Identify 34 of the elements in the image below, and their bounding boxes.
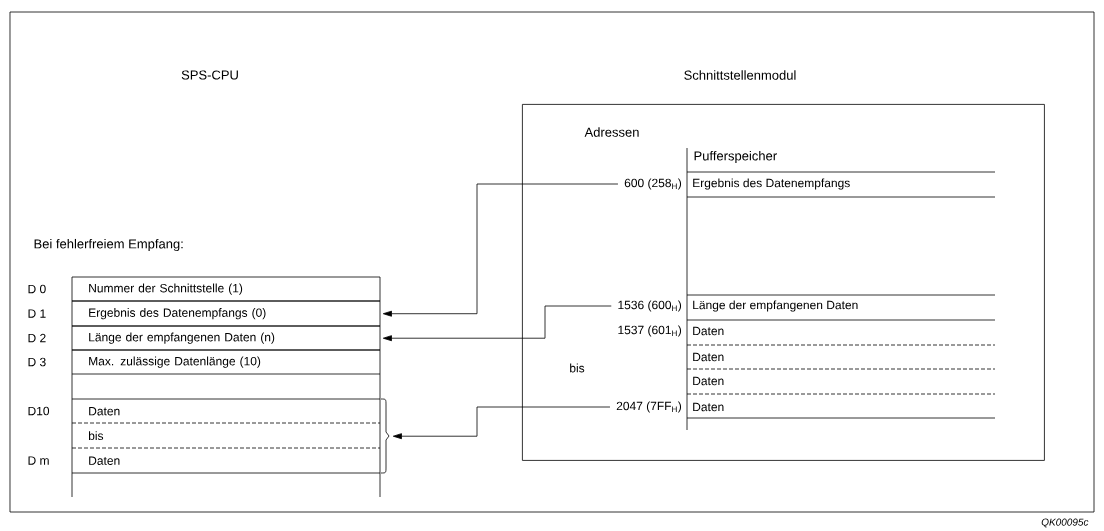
buffer-cell: Daten [693, 402, 724, 412]
address-label: 1537 (601$_{H}$) [618, 325, 682, 337]
arrow [382, 305, 612, 342]
register-cell: Ergebnis des Datenempfangs (0) [71, 300, 381, 327]
column-heading: SPS-CPU [181, 70, 238, 80]
address-label: 1536 (600$_{H}$) [618, 300, 682, 312]
range-label: bis [570, 363, 585, 373]
register-cell: Daten [71, 398, 381, 424]
buffer-cell: Länge der empfangenen Daten [693, 300, 858, 312]
register-cell: Nummer der Schnittstelle (1) [71, 276, 381, 302]
address-label: 600 (258$_{H}$) [624, 178, 682, 190]
register-label: D 3 [28, 357, 46, 367]
figure-code: QK00095c [1041, 518, 1089, 528]
register-cell: bis [71, 422, 381, 449]
address-label: 2047 (7FF$_{H}$) [616, 401, 682, 413]
arrow [382, 183, 619, 317]
bracket [380, 398, 390, 474]
buffer-cell: Daten [693, 376, 724, 386]
module-heading: Schnittstellenmodul [684, 70, 796, 80]
register-label: D 2 [28, 333, 46, 343]
caption-text: Bei fehlerfreiem Empfang: [34, 238, 183, 252]
register-cell: Daten [71, 447, 381, 474]
buffer-cell: Daten [693, 326, 724, 336]
column-heading: Pufferspeicher [694, 150, 777, 164]
buffer-cell: Daten [693, 352, 724, 362]
register-cell: Max. zulässige Datenlänge (10) [71, 349, 381, 375]
register-cell: Länge der empfangenen Daten (n) [71, 325, 381, 351]
register-label: D10 [28, 406, 50, 416]
register-label: D 1 [28, 309, 46, 318]
column-heading: Adressen [584, 127, 639, 137]
buffer-cell: Ergebnis des Datenempfangs [693, 178, 850, 190]
register-label: D m [28, 456, 49, 465]
register-label: D 0 [28, 284, 46, 294]
arrow [392, 406, 611, 440]
